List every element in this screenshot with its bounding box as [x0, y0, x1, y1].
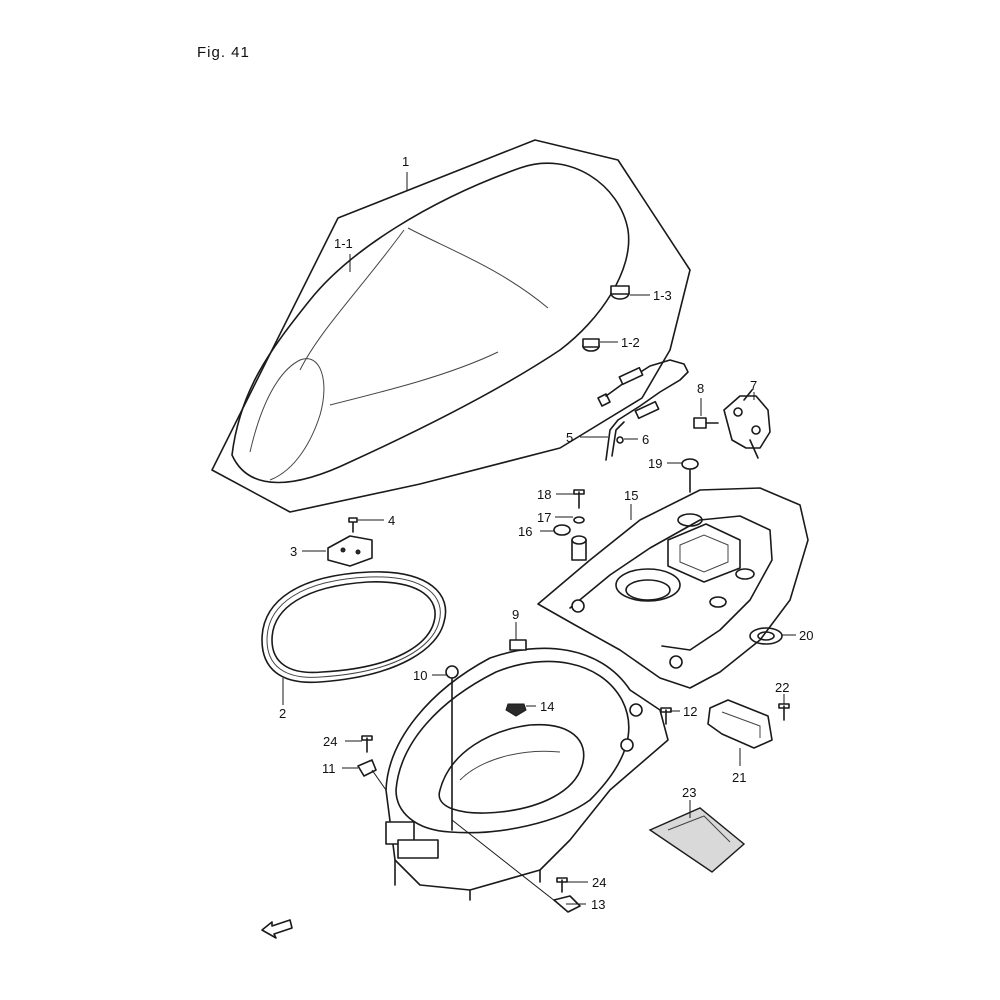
callout-23: 23: [682, 785, 696, 800]
figure-label: Fig. 41: [197, 44, 250, 61]
callout-4: 4: [388, 513, 395, 528]
callout-1-2: 1-2: [621, 335, 640, 350]
tray-fasteners: [553, 458, 699, 561]
callout-9: 9: [512, 607, 519, 622]
callout-3: 3: [290, 544, 297, 559]
callout-24-upper: 24: [323, 734, 337, 749]
seat-latch: [693, 389, 771, 459]
leader-lines: [282, 172, 796, 906]
seat-assembly: [211, 139, 691, 513]
front-direction-arrow-icon: [261, 919, 293, 939]
luggage-box: [385, 639, 669, 901]
trunk-seal-ring: [261, 571, 447, 684]
callout-14: 14: [540, 699, 554, 714]
callout-6: 6: [642, 432, 649, 447]
callout-10: 10: [413, 668, 427, 683]
callout-1-1: 1-1: [334, 236, 353, 251]
battery-tray: [537, 487, 809, 689]
callout-21: 21: [732, 770, 746, 785]
callout-18: 18: [537, 487, 551, 502]
callout-22: 22: [775, 680, 789, 695]
manual-pouch: [648, 807, 746, 873]
callout-20: 20: [799, 628, 813, 643]
callout-1-3: 1-3: [653, 288, 672, 303]
callout-17: 17: [537, 510, 551, 525]
callout-8: 8: [697, 381, 704, 396]
callout-16: 16: [518, 524, 532, 539]
seat-hinge-plate: [327, 517, 373, 567]
callout-12: 12: [683, 704, 697, 719]
callout-2: 2: [279, 706, 286, 721]
callout-labels: 1 1-1 1-3 1-2 2 3 4 5 6 7 8 9 10 11 12 1…: [279, 154, 813, 912]
callout-15: 15: [624, 488, 638, 503]
callout-13: 13: [591, 897, 605, 912]
brackets-and-screws: [357, 707, 672, 913]
callout-5: 5: [566, 430, 573, 445]
seat-lock-cable: [597, 359, 689, 461]
callout-19: 19: [648, 456, 662, 471]
callout-1: 1: [402, 154, 409, 169]
tool-box-bracket: [707, 699, 790, 749]
rubber-washer: [749, 627, 783, 645]
callout-7: 7: [750, 378, 757, 393]
callout-24-lower: 24: [592, 875, 606, 890]
callout-11: 11: [322, 761, 336, 776]
